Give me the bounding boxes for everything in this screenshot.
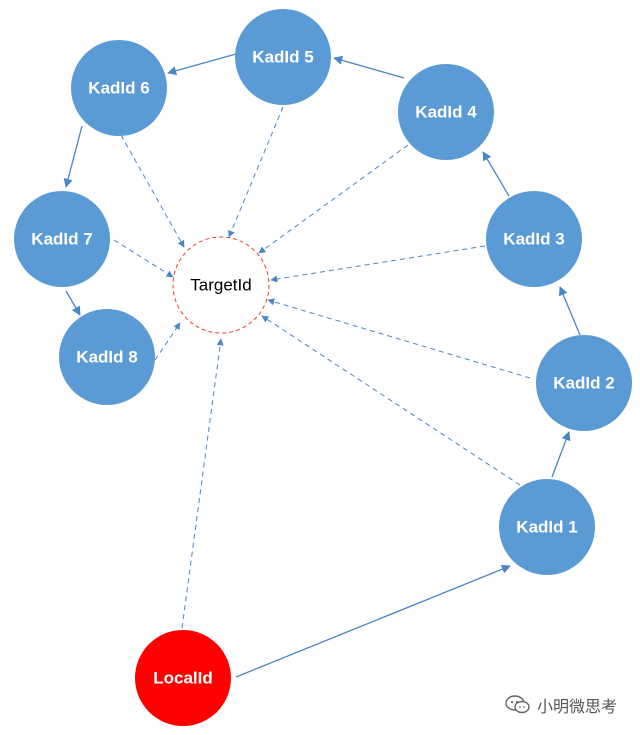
edge-kad3-to-target: [270, 245, 486, 283]
node-kad7-label: KadId 7: [31, 230, 92, 249]
node-kad2: KadId 2: [536, 335, 632, 431]
node-kad8-label: KadId 8: [76, 348, 137, 367]
node-kad6: KadId 6: [71, 40, 167, 136]
node-local: LocalId: [135, 630, 231, 726]
edge-local-to-target: [181, 338, 224, 629]
node-target: TargetId: [172, 236, 270, 334]
edge-kad5-to-target: [228, 106, 284, 238]
edge-kad2-to-kad3: [558, 286, 581, 336]
edge-kad5-to-kad6: [167, 53, 237, 76]
edge-local-to-kad1: [235, 564, 511, 678]
edge-kad6-to-kad7: [63, 125, 83, 188]
node-kad1-label: KadId 1: [516, 518, 577, 537]
node-kad2-label: KadId 2: [553, 374, 614, 393]
node-kad5-label: KadId 5: [252, 48, 313, 67]
edge-kad4-to-kad5: [333, 55, 405, 79]
edge-kad2-to-target: [267, 298, 531, 379]
edge-kad8-to-target: [154, 322, 181, 361]
edge-kad7-to-target: [113, 239, 174, 278]
node-kad5: KadId 5: [235, 9, 331, 105]
node-kad7: KadId 7: [14, 191, 110, 287]
edge-kad7-to-kad8: [65, 290, 81, 316]
node-kad3: KadId 3: [486, 191, 582, 287]
node-local-label: LocalId: [153, 669, 213, 688]
watermark-text: 小明微思考: [537, 697, 618, 716]
node-kad1: KadId 1: [499, 479, 595, 575]
edge-kad6-to-target: [120, 134, 185, 248]
node-target-label: TargetId: [190, 276, 251, 295]
dashed-edges: [113, 106, 531, 629]
node-kad6-label: KadId 6: [88, 79, 149, 98]
edge-kad4-to-target: [258, 144, 409, 254]
solid-edges: [63, 53, 581, 678]
node-kad4: KadId 4: [398, 64, 494, 160]
node-kad8: KadId 8: [59, 309, 155, 405]
node-kad3-label: KadId 3: [503, 230, 564, 249]
watermark: 小明微思考: [505, 693, 617, 717]
node-kad4-label: KadId 4: [415, 103, 477, 122]
edge-kad3-to-kad4: [482, 151, 510, 197]
wechat-icon: [505, 695, 531, 715]
edge-kad1-to-target: [261, 315, 521, 486]
edge-kad1-to-kad2: [551, 431, 571, 478]
